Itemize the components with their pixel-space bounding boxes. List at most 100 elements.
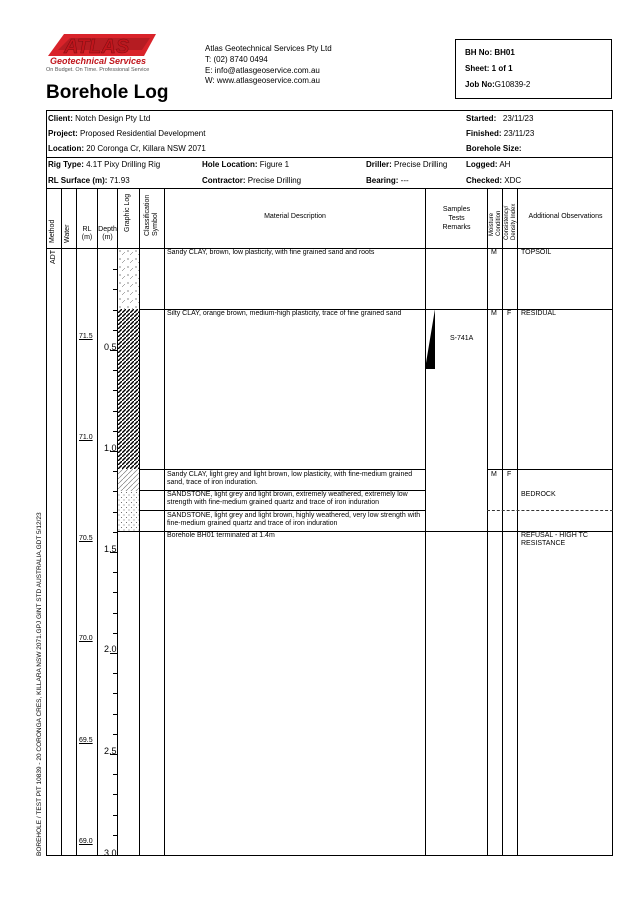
job-label: Job No: [465, 80, 495, 89]
rl-label: RL Surface (m): [48, 176, 108, 185]
depth-label: 2.5 [104, 746, 117, 756]
sheet-number: Sheet: 1 of 1 [465, 64, 513, 73]
layer-1-desc: Sandy CLAY, brown, low plasticity, with … [167, 249, 375, 256]
project-value: Proposed Residential Development [77, 129, 206, 138]
checked-value: XDC [502, 176, 522, 185]
depth-tick [113, 511, 118, 513]
job-value: G10839-2 [494, 80, 531, 89]
layer-3-desc: Sandy CLAY, light grey and light brown, … [167, 471, 413, 486]
layer-2-desc: Silty CLAY, orange brown, medium-high pl… [167, 310, 402, 317]
col-samples: Samples Tests Remarks [426, 205, 487, 232]
depth-tick [113, 814, 118, 816]
finished-value: 23/11/23 [501, 129, 535, 138]
started-value: 23/11/23 [502, 114, 534, 123]
rl-label: 71.5 [79, 333, 93, 340]
company-email: E: info@atlasgeoservice.com.au [205, 66, 320, 75]
atlas-logo-graphic: ATLAS [48, 34, 156, 58]
depth-tick [113, 269, 118, 271]
project-label: Project: [48, 129, 78, 138]
job-no: Job No:G10839-2 [465, 80, 530, 90]
depth-tick [113, 289, 118, 291]
bearing-value: --- [398, 176, 409, 185]
driller-label: Driller: [366, 160, 392, 169]
depth-tick [110, 653, 118, 654]
location-row: Location: 20 Coronga Cr, Killara NSW 207… [48, 144, 206, 154]
depth-label: 1.0 [104, 443, 117, 453]
depth-tick [110, 350, 118, 351]
depth-tick [113, 774, 118, 776]
depth-tick [113, 430, 118, 432]
bearing-row: Bearing: --- [366, 176, 409, 186]
logo-tagline: On Budget. On Time. Professional Service [46, 67, 150, 73]
finished-label: Finished: [466, 129, 502, 138]
depth-tick [110, 754, 118, 755]
col-rl: RL (m) [77, 226, 97, 242]
layer-2-obs: RESIDUAL [521, 310, 557, 317]
logo-word: ATLAS [63, 36, 130, 58]
col-samples-text: Samples Tests Remarks [442, 206, 471, 231]
layer-3-moisture: M [491, 471, 497, 478]
layer-5-desc: SANDSTONE, light grey and light brown, h… [167, 512, 421, 527]
company-web: W: www.atlasgeoservice.com.au [205, 76, 321, 85]
col-graphic: Graphic Log [124, 193, 131, 232]
depth-tick [113, 733, 118, 735]
company-phone: T: (02) 8740 0494 [205, 55, 268, 64]
logged-value: AH [497, 160, 511, 169]
rig-row: Rig Type: 4.1T Pixy Drilling Rig [48, 160, 160, 170]
col-depth-text: Depth (m) [98, 226, 117, 241]
depth-tick [110, 855, 118, 856]
rl-row: RL Surface (m): 71.93 [48, 176, 130, 186]
bearing-label: Bearing: [366, 176, 399, 185]
method-value: ADT [50, 250, 57, 264]
depth-tick [113, 592, 118, 594]
sample-id: S-741A [450, 335, 474, 342]
company-logo: ATLAS Geotechnical Services On Budget. O… [44, 28, 166, 78]
started-label: Started: [466, 114, 497, 123]
depth-tick [113, 572, 118, 574]
graphic-log [118, 249, 139, 531]
col-rl-text: RL (m) [81, 226, 93, 241]
rl-label: 69.5 [79, 737, 93, 744]
rl-label: 69.0 [79, 838, 93, 845]
depth-label: 3.0 [104, 848, 117, 858]
depth-tick [113, 834, 118, 836]
depth-tick [113, 632, 118, 634]
depth-tick [113, 410, 118, 412]
depth-label: 0.5 [104, 342, 117, 352]
depth-tick [113, 794, 118, 796]
col-material: Material Description [264, 213, 326, 220]
layer-1-moisture: M [491, 249, 497, 256]
sample-marker [425, 309, 435, 369]
driller-value: Precise Drilling [391, 160, 448, 169]
depth-tick [110, 552, 118, 553]
layer-4-desc: SANDSTONE, light grey and light brown, e… [167, 491, 408, 506]
contractor-value: Precise Drilling [245, 176, 302, 185]
layer-6-desc: Borehole BH01 terminated at 1.4m [167, 532, 275, 539]
checked-row: Checked: XDC [466, 176, 521, 186]
logged-label: Logged: [466, 160, 498, 169]
rl-label: 70.0 [79, 635, 93, 642]
col-class: Classification Symbol [144, 194, 159, 236]
client-row: Client: Notch Design Pty Ltd [48, 114, 150, 124]
depth-tick [113, 693, 118, 695]
depth-tick [113, 329, 118, 331]
location-value: 20 Coronga Cr, Killara NSW 2071 [84, 144, 206, 153]
rig-value: 4.1T Pixy Drilling Rig [83, 160, 161, 169]
rl-value: 71.93 [107, 176, 130, 185]
logged-row: Logged: AH [466, 160, 510, 170]
col-consistency: Consistency/ Density Index [504, 203, 517, 240]
client-label: Client: [48, 114, 73, 123]
company-name: Atlas Geotechnical Services Pty Ltd [205, 44, 332, 53]
driller-row: Driller: Precise Drilling [366, 160, 447, 170]
page-title: Borehole Log [46, 82, 169, 103]
col-water: Water [64, 224, 71, 243]
checked-label: Checked: [466, 176, 503, 185]
rig-label: Rig Type: [48, 160, 84, 169]
layer-2-moisture: M [491, 310, 497, 317]
rl-label: 70.5 [79, 535, 93, 542]
layer-4-obs: BEDROCK [521, 491, 556, 498]
client-value: Notch Design Pty Ltd [72, 114, 151, 123]
borehole-size: Borehole Size: [466, 144, 522, 153]
project-row: Project: Proposed Residential Developmen… [48, 129, 205, 139]
depth-label: 2.0 [104, 644, 117, 654]
